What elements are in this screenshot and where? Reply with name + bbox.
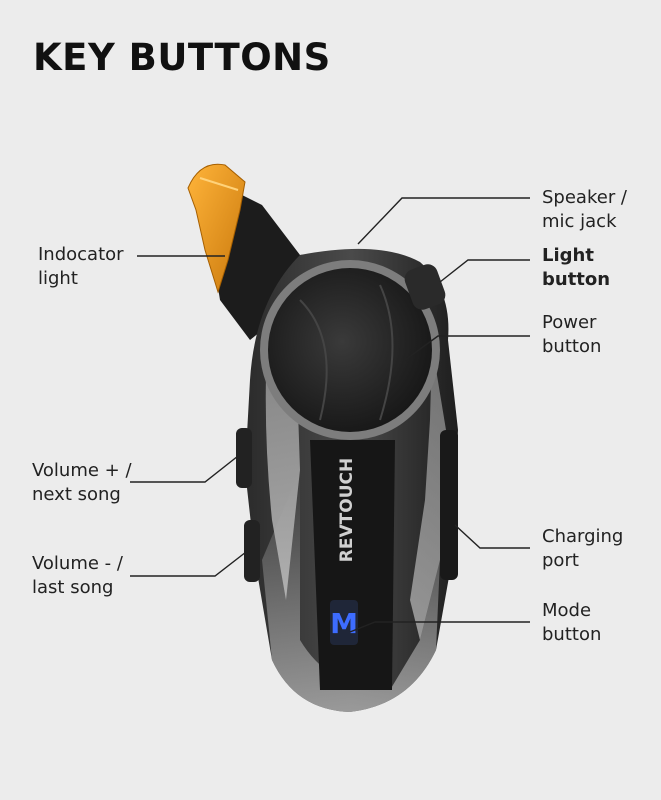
label-line: Volume - / bbox=[32, 553, 123, 574]
label-indicator-light: Indocator light bbox=[38, 243, 124, 291]
label-line: Indocator bbox=[38, 244, 124, 265]
label-line: port bbox=[542, 550, 579, 571]
label-speaker-mic-jack: Speaker / mic jack bbox=[542, 186, 627, 234]
mode-button bbox=[330, 600, 358, 645]
label-charging-port: Charging port bbox=[542, 525, 623, 573]
label-line: Light bbox=[542, 245, 594, 266]
label-line: light bbox=[38, 268, 78, 289]
light-button bbox=[404, 264, 446, 310]
label-mode-button: Mode button bbox=[542, 599, 601, 647]
page-title: KEY BUTTONS bbox=[33, 36, 331, 79]
label-volume-down: Volume - / last song bbox=[32, 552, 123, 600]
label-line: button bbox=[542, 336, 602, 357]
label-line: Speaker / bbox=[542, 187, 627, 208]
leader-lines bbox=[130, 197, 530, 633]
label-line: Volume + / bbox=[32, 460, 132, 481]
charging-port bbox=[440, 430, 458, 580]
indicator-light bbox=[187, 163, 246, 294]
brand-logo: REVTOUCH bbox=[337, 458, 357, 562]
label-power-button: Power button bbox=[542, 311, 601, 359]
label-line: Mode bbox=[542, 600, 592, 621]
mode-key-letter: M bbox=[330, 607, 358, 640]
lower-shell bbox=[262, 470, 440, 712]
label-line: Power bbox=[542, 312, 597, 333]
label-line: Charging bbox=[542, 526, 624, 547]
volume-down-button bbox=[244, 520, 260, 582]
antenna-arm bbox=[212, 190, 350, 340]
label-line: next song bbox=[32, 484, 121, 505]
label-line: button bbox=[542, 624, 602, 645]
label-volume-up: Volume + / next song bbox=[32, 459, 132, 507]
volume-up-button bbox=[236, 428, 252, 488]
power-dial bbox=[268, 268, 432, 432]
label-line: last song bbox=[32, 577, 114, 598]
label-line: mic jack bbox=[542, 211, 617, 232]
label-light-button: Light button bbox=[542, 244, 610, 292]
label-line: button bbox=[542, 269, 611, 290]
